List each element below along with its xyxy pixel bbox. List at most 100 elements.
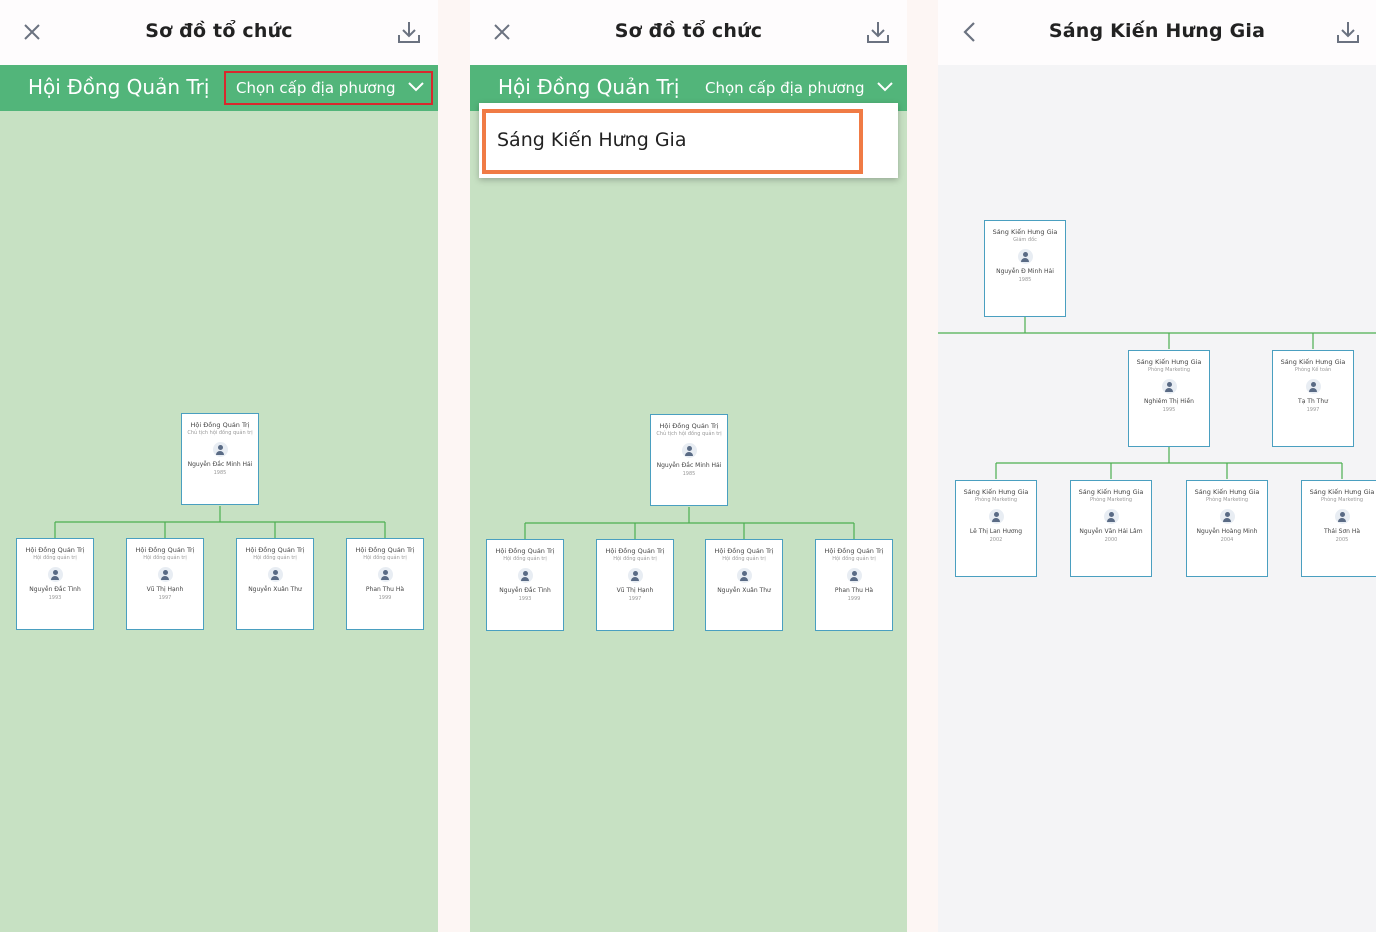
page-title: Sơ đồ tổ chức	[145, 20, 293, 42]
node-year: 2000	[1104, 537, 1118, 543]
option-highlight-box	[482, 109, 863, 174]
node-name: Phan Thu Hà	[834, 587, 874, 594]
org-node-staff[interactable]: Sáng Kiến Hưng Gia Phòng Marketing Nguyễ…	[1070, 480, 1152, 577]
node-role: Phòng Marketing	[974, 497, 1018, 503]
org-node-root[interactable]: Hội Đồng Quản Trị Chủ tịch hội đồng quản…	[650, 414, 728, 506]
node-role: Hội đồng quản trị	[613, 556, 657, 562]
avatar-icon	[47, 567, 63, 582]
download-icon[interactable]	[1334, 18, 1362, 46]
node-org: Hội Đồng Quản Trị	[135, 546, 195, 554]
level-dropdown-menu: Sáng Kiến Hưng Gia	[479, 103, 898, 178]
connector-lines	[524, 507, 855, 539]
node-role: Chủ tịch hội đồng quản trị	[656, 431, 722, 437]
node-name: Nguyễn Văn Hải Lâm	[1079, 528, 1143, 535]
node-role: Phòng Marketing	[1147, 367, 1191, 373]
node-name: Nguyễn Đắc Tình	[29, 586, 81, 593]
avatar-icon	[988, 509, 1004, 524]
top-app-bar: Sáng Kiến Hưng Gia	[938, 0, 1376, 65]
node-role: Hội đồng quản trị	[363, 555, 407, 561]
org-node-department[interactable]: Sáng Kiến Hưng Gia Phòng Kế toán Tạ Th T…	[1272, 350, 1354, 447]
node-role: Hội đồng quản trị	[503, 556, 547, 562]
node-role: Phòng Kế toán	[1294, 367, 1332, 373]
node-name: Lê Thị Lan Hương	[969, 528, 1023, 535]
avatar-icon	[267, 567, 283, 582]
node-role: Giám đốc	[1013, 237, 1037, 243]
panel-org-chart-dropdown: Sơ đồ tổ chức Hội Đồng Quản Trị Chọn cấp…	[470, 0, 907, 932]
avatar-icon	[212, 442, 228, 457]
node-year: 1997	[158, 595, 172, 601]
org-node-child[interactable]: Hội Đồng Quản Trị Hội đồng quản trị Vũ T…	[596, 539, 674, 631]
node-name: Tạ Th Thư	[1298, 398, 1328, 405]
avatar-icon	[377, 567, 393, 582]
org-level-title: Hội Đồng Quản Trị	[28, 75, 210, 99]
node-year: 2005	[1335, 537, 1349, 543]
org-node-child[interactable]: Hội Đồng Quản Trị Hội đồng quản trị Nguy…	[16, 538, 94, 630]
avatar-icon	[1103, 509, 1119, 524]
node-role: Phòng Marketing	[1320, 497, 1364, 503]
panel-org-chart-sang-kien: Sáng Kiến Hưng Gia Sáng Kiến Hưng Gia Gi…	[938, 0, 1376, 932]
node-org: Hội Đồng Quản Trị	[495, 547, 555, 555]
avatar-icon	[1305, 379, 1321, 394]
download-icon[interactable]	[864, 18, 892, 46]
avatar-icon	[627, 568, 643, 583]
back-arrow-icon[interactable]	[956, 18, 984, 46]
node-year: 1995	[1162, 407, 1176, 413]
org-node-child[interactable]: Hội Đồng Quản Trị Hội đồng quản trị Phan…	[815, 539, 893, 631]
node-org: Hội Đồng Quản Trị	[714, 547, 774, 555]
avatar-icon	[1017, 249, 1033, 264]
node-year: 1985	[682, 471, 696, 477]
org-node-department[interactable]: Sáng Kiến Hưng Gia Phòng Marketing Nghiê…	[1128, 350, 1210, 447]
org-node-staff[interactable]: Sáng Kiến Hưng Gia Phòng Marketing Thái …	[1301, 480, 1376, 577]
close-icon[interactable]	[18, 18, 46, 46]
level-select-label[interactable]: Chọn cấp địa phương	[236, 79, 396, 97]
org-node-staff[interactable]: Sáng Kiến Hưng Gia Phòng Marketing Nguyễ…	[1186, 480, 1268, 577]
node-name: Phan Thu Hà	[365, 586, 405, 593]
page-title: Sáng Kiến Hưng Gia	[1048, 20, 1266, 42]
org-level-title: Hội Đồng Quản Trị	[498, 75, 680, 99]
node-role: Hội đồng quản trị	[143, 555, 187, 561]
select-highlight-box	[224, 71, 433, 105]
node-role: Hội đồng quản trị	[253, 555, 297, 561]
node-org: Sáng Kiến Hưng Gia	[1309, 488, 1375, 496]
node-year: 2002	[989, 537, 1003, 543]
top-app-bar: Sơ đồ tổ chức	[0, 0, 438, 65]
org-chart-canvas[interactable]: Hội Đồng Quản Trị Chủ tịch hội đồng quản…	[470, 111, 907, 932]
node-name: Nguyễn Đắc Minh Hải	[187, 461, 253, 468]
chevron-down-icon[interactable]	[875, 80, 895, 99]
download-icon[interactable]	[395, 18, 423, 46]
avatar-icon	[846, 568, 862, 583]
node-year: 1985	[1018, 277, 1032, 283]
node-name: Nguyễn Xuân Thư	[248, 586, 302, 593]
avatar-icon	[1161, 379, 1177, 394]
node-name: Nguyễn Đắc Minh Hải	[656, 462, 722, 469]
org-node-child[interactable]: Hội Đồng Quản Trị Hội đồng quản trị Nguy…	[486, 539, 564, 631]
node-org: Sáng Kiến Hưng Gia	[1078, 488, 1144, 496]
org-node-root[interactable]: Hội Đồng Quản Trị Chủ tịch hội đồng quản…	[181, 413, 259, 505]
node-year: 1999	[378, 595, 392, 601]
avatar-icon	[157, 567, 173, 582]
node-year: 1997	[628, 596, 642, 602]
org-node-child[interactable]: Hội Đồng Quản Trị Hội đồng quản trị Phan…	[346, 538, 424, 630]
org-chart-canvas[interactable]: Sáng Kiến Hưng Gia Giám đốc Nguyễn Đ Min…	[938, 65, 1376, 932]
node-org: Hội Đồng Quản Trị	[659, 422, 719, 430]
node-org: Hội Đồng Quản Trị	[355, 546, 415, 554]
org-node-staff[interactable]: Sáng Kiến Hưng Gia Phòng Marketing Lê Th…	[955, 480, 1037, 577]
node-name: Thái Sơn Hà	[1323, 528, 1361, 535]
org-node-child[interactable]: Hội Đồng Quản Trị Hội đồng quản trị Nguy…	[705, 539, 783, 631]
avatar-icon	[517, 568, 533, 583]
org-node-root[interactable]: Sáng Kiến Hưng Gia Giám đốc Nguyễn Đ Min…	[984, 220, 1066, 317]
org-node-child[interactable]: Hội Đồng Quản Trị Hội đồng quản trị Vũ T…	[126, 538, 204, 630]
org-chart-canvas[interactable]: Hội Đồng Quản Trị Chủ tịch hội đồng quản…	[0, 111, 438, 932]
node-year: 2004	[1220, 537, 1234, 543]
level-select-label[interactable]: Chọn cấp địa phương	[705, 79, 865, 97]
node-org: Hội Đồng Quản Trị	[605, 547, 665, 555]
dropdown-option-sang-kien-hung-gia[interactable]: Sáng Kiến Hưng Gia	[497, 129, 687, 151]
node-name: Nguyễn Hoàng Minh	[1196, 528, 1258, 535]
node-name: Vũ Thị Hạnh	[146, 586, 184, 593]
node-org: Sáng Kiến Hưng Gia	[1194, 488, 1260, 496]
node-org: Sáng Kiến Hưng Gia	[1136, 358, 1202, 366]
org-node-child[interactable]: Hội Đồng Quản Trị Hội đồng quản trị Nguy…	[236, 538, 314, 630]
node-role: Chủ tịch hội đồng quản trị	[187, 430, 253, 436]
chevron-down-icon[interactable]	[406, 80, 426, 99]
close-icon[interactable]	[488, 18, 516, 46]
